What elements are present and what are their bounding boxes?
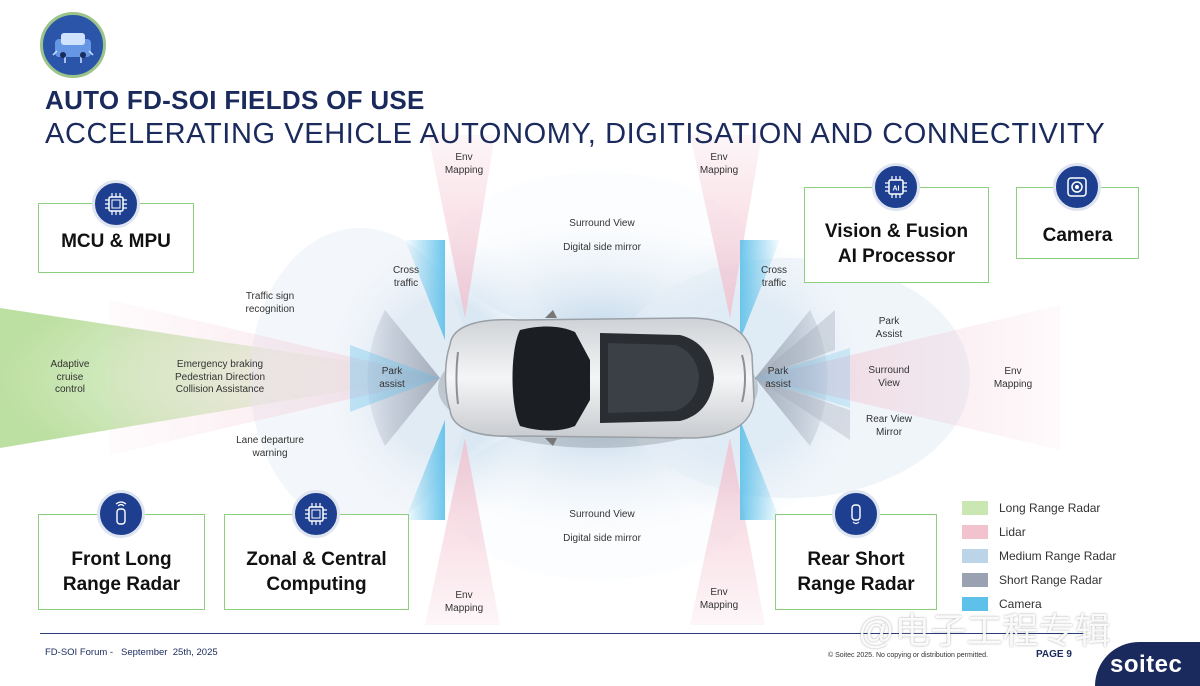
legend-label: Camera xyxy=(999,597,1042,611)
soitec-logo-background xyxy=(1095,642,1200,686)
footer-event: FD-SOI Forum - September 25th, 2025 xyxy=(45,647,218,658)
svg-text:AI: AI xyxy=(893,186,900,193)
zone-label-surround-view-bottom: Surround View xyxy=(569,509,635,520)
zone-label-surround-view-rear: Surround View xyxy=(868,365,910,389)
mcu-badge xyxy=(92,180,140,228)
zonal-badge xyxy=(292,490,340,538)
lidar-front-zone xyxy=(110,300,440,455)
ai-chip-icon: AI xyxy=(885,176,907,198)
zone-label-park-assist-rear: Park Assist xyxy=(875,316,903,340)
soitec-logo: soitec xyxy=(1110,651,1183,678)
zone-label-cross-traffic-left: Cross traffic xyxy=(392,265,420,289)
short-range-radar-rear-zone xyxy=(755,310,828,446)
zone-label-traffic-sign: Traffic sign recognition xyxy=(245,291,295,315)
watermark-text: @电子工程专辑 xyxy=(858,610,1111,651)
camera-front-top-zone xyxy=(405,240,445,340)
zone-label-lane-departure: Lane departure warning xyxy=(236,435,304,459)
camera-rear-zone xyxy=(755,348,850,408)
lidar-bottom-right-zone xyxy=(690,438,765,625)
lidar-top-right-zone xyxy=(690,135,762,318)
page-title: AUTO FD-SOI FIELDS OF USE xyxy=(45,85,425,115)
legend-swatch xyxy=(962,501,988,515)
park-assist-rear-beam xyxy=(755,310,835,378)
legend-item: Medium Range Radar xyxy=(962,547,1116,565)
camera-front-bottom-zone xyxy=(405,420,445,520)
legend-item: Lidar xyxy=(962,523,1026,541)
legend-label: Long Range Radar xyxy=(999,501,1101,515)
camera-rear-bottom-zone xyxy=(740,420,780,520)
footer-copyright: © Soitec 2025. No copying or distributio… xyxy=(828,652,989,659)
camera-front-zone xyxy=(350,345,440,412)
legend-item: Long Range Radar xyxy=(962,499,1100,517)
camera-icon xyxy=(1067,177,1087,197)
car-front-radar-icon xyxy=(115,501,127,525)
zone-label-digital-side-mirror-top: Digital side mirror xyxy=(563,242,641,253)
chip-icon xyxy=(105,193,127,215)
lidar-bottom-left-zone xyxy=(425,438,500,625)
footer-divider xyxy=(40,633,1085,634)
zone-label-surround-view-top: Surround View xyxy=(569,218,635,229)
legend-swatch xyxy=(962,573,988,587)
legend-label: Short Range Radar xyxy=(999,573,1103,587)
zone-label-adaptive-cruise: Adaptive cruise control xyxy=(50,359,90,395)
zone-label-env-mapping-bottom-left: Env Mapping xyxy=(444,590,484,614)
lidar-rear-zone xyxy=(755,305,1060,450)
page-subtitle: ACCELERATING VEHICLE AUTONOMY, DIGITISAT… xyxy=(45,118,1106,150)
legend-item: Short Range Radar xyxy=(962,571,1102,589)
zone-label-digital-side-mirror-bottom: Digital side mirror xyxy=(563,533,641,544)
zone-label-env-mapping-top-left: Env Mapping xyxy=(444,152,484,176)
legend-label: Medium Range Radar xyxy=(999,549,1117,563)
front-radar-badge xyxy=(97,490,145,538)
page-number: PAGE 9 xyxy=(1036,649,1072,660)
zone-label-env-mapping-bottom-right: Env Mapping xyxy=(699,587,739,611)
zone-label-env-mapping-top-right: Env Mapping xyxy=(699,152,739,176)
legend-swatch xyxy=(962,549,988,563)
zone-label-park-assist-right: Park assist xyxy=(765,366,791,390)
vision-badge: AI xyxy=(872,163,920,211)
header-logo xyxy=(40,12,106,78)
camera-rear-top-zone xyxy=(740,240,780,340)
legend-label: Lidar xyxy=(999,525,1026,539)
zone-label-env-mapping-rear: Env Mapping xyxy=(993,366,1033,390)
car-top-view xyxy=(438,310,758,448)
camera-badge xyxy=(1053,163,1101,211)
vehicle-circuit-icon xyxy=(52,33,94,63)
zone-label-emergency-braking: Emergency braking Pedestrian Direction C… xyxy=(174,359,266,395)
legend-swatch xyxy=(962,525,988,539)
rear-view-mirror-beam xyxy=(755,378,850,440)
chip-icon xyxy=(305,503,327,525)
zone-label-rear-view-mirror: Rear View Mirror xyxy=(866,414,912,438)
rear-radar-badge xyxy=(832,490,880,538)
legend-swatch xyxy=(962,597,988,611)
zone-label-park-assist-left: Park assist xyxy=(379,366,405,390)
legend-item: Camera xyxy=(962,595,1042,613)
short-range-radar-front-zone xyxy=(367,310,440,446)
car-rear-radar-icon xyxy=(851,504,861,525)
zone-label-cross-traffic-right: Cross traffic xyxy=(760,265,788,289)
lidar-top-left-zone xyxy=(428,135,495,318)
